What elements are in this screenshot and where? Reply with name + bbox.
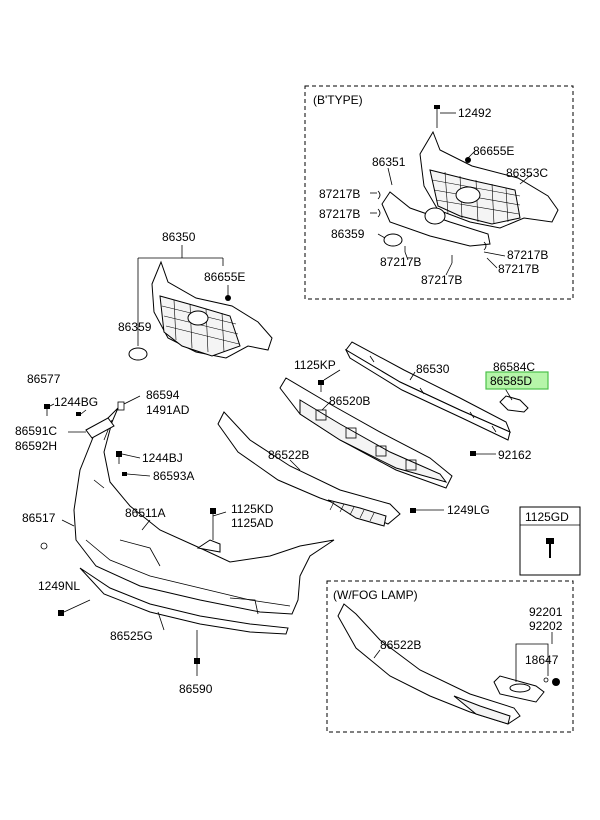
label-86584C: 86584C	[493, 360, 535, 374]
lower-trim-86525G	[79, 567, 289, 635]
clips-87217B	[377, 190, 487, 263]
label-86594: 86594	[146, 388, 180, 402]
label-86359-btype: 86359	[331, 227, 365, 241]
fog-box-title: (W/FOG LAMP)	[333, 588, 418, 602]
btype-box-title: (B'TYPE)	[313, 93, 363, 107]
label-1125KD: 1125KD	[231, 502, 274, 516]
grille-standard	[128, 245, 273, 361]
label-87217B-3: 87217B	[507, 248, 548, 262]
lower-spoiler-86522B	[217, 411, 401, 527]
bracket-86585D	[499, 395, 529, 413]
label-86511A: 86511A	[125, 506, 165, 520]
label-87217B-5: 87217B	[498, 262, 539, 276]
label-86522B: 86522B	[268, 448, 309, 462]
screw-12492	[434, 105, 440, 128]
fog-box	[326, 580, 574, 733]
label-18647: 18647	[525, 653, 559, 667]
label-1125AD: 1125AD	[231, 516, 274, 530]
side-bracket-86591C	[85, 417, 115, 439]
label-86655E: 86655E	[204, 270, 245, 284]
label-86353C: 86353C	[506, 166, 548, 180]
absorber-86520B	[279, 377, 453, 489]
label-92202: 92202	[529, 619, 563, 633]
label-86530: 86530	[416, 362, 450, 376]
label-92201: 92201	[529, 605, 563, 619]
label-1249LG: 1249LG	[447, 503, 490, 517]
label-86593A: 86593A	[153, 469, 194, 483]
bumper-cover-86511A	[73, 407, 335, 615]
emblem-btype	[383, 233, 403, 247]
label-87217B-6: 87217B	[421, 273, 462, 287]
bolt-1249LG	[410, 508, 444, 513]
screws-left	[44, 401, 216, 676]
label-1491AD: 1491AD	[146, 403, 190, 417]
label-1249NL: 1249NL	[38, 579, 80, 593]
fog-lamp-assembly	[493, 675, 545, 703]
label-86590: 86590	[179, 682, 213, 696]
label-87217B-2: 87217B	[319, 207, 360, 221]
single-part-box: 1125GD	[519, 506, 581, 576]
bolt-1125KP	[318, 369, 341, 392]
label-86577: 86577	[27, 372, 61, 386]
label-86517: 86517	[22, 511, 56, 525]
bolt-92162	[470, 451, 496, 456]
label-1244BG: 1244BG	[54, 395, 98, 409]
bumper-leaders	[49, 395, 227, 658]
label-86522B-fog: 86522B	[380, 638, 421, 652]
label-92162: 92162	[498, 448, 532, 462]
part-labels: 12492 86655E 86351 86353C 87217B 87217B …	[15, 106, 563, 696]
btype-section: (B'TYPE)	[304, 85, 574, 300]
label-87217B-4: 87217B	[380, 255, 421, 269]
single-part-title: 1125GD	[525, 510, 569, 524]
label-12492: 12492	[458, 106, 492, 120]
label-1125KP: 1125KP	[294, 358, 336, 372]
label-1244BJ: 1244BJ	[142, 451, 183, 465]
label-87217B-1: 87217B	[319, 187, 360, 201]
btype-box	[304, 85, 574, 300]
label-86525G: 86525G	[110, 629, 153, 643]
label-86351: 86351	[372, 155, 406, 169]
highlight-86585D	[485, 371, 549, 390]
fog-section: (W/FOG LAMP)	[326, 580, 574, 733]
btype-leaders	[370, 112, 533, 276]
trim-strip-btype	[381, 191, 491, 247]
emblem-86359	[128, 347, 148, 361]
label-86655E-btype: 86655E	[473, 144, 514, 158]
label-86520B: 86520B	[329, 394, 370, 408]
label-86585D: 86585D	[490, 374, 532, 388]
label-86592H: 86592H	[15, 439, 57, 453]
label-86350: 86350	[162, 230, 196, 244]
label-86359: 86359	[118, 320, 152, 334]
label-86591C: 86591C	[15, 424, 57, 438]
clip-86655E-btype	[465, 157, 471, 163]
grille-btype	[419, 130, 559, 229]
reinforcement-86530	[344, 341, 511, 441]
